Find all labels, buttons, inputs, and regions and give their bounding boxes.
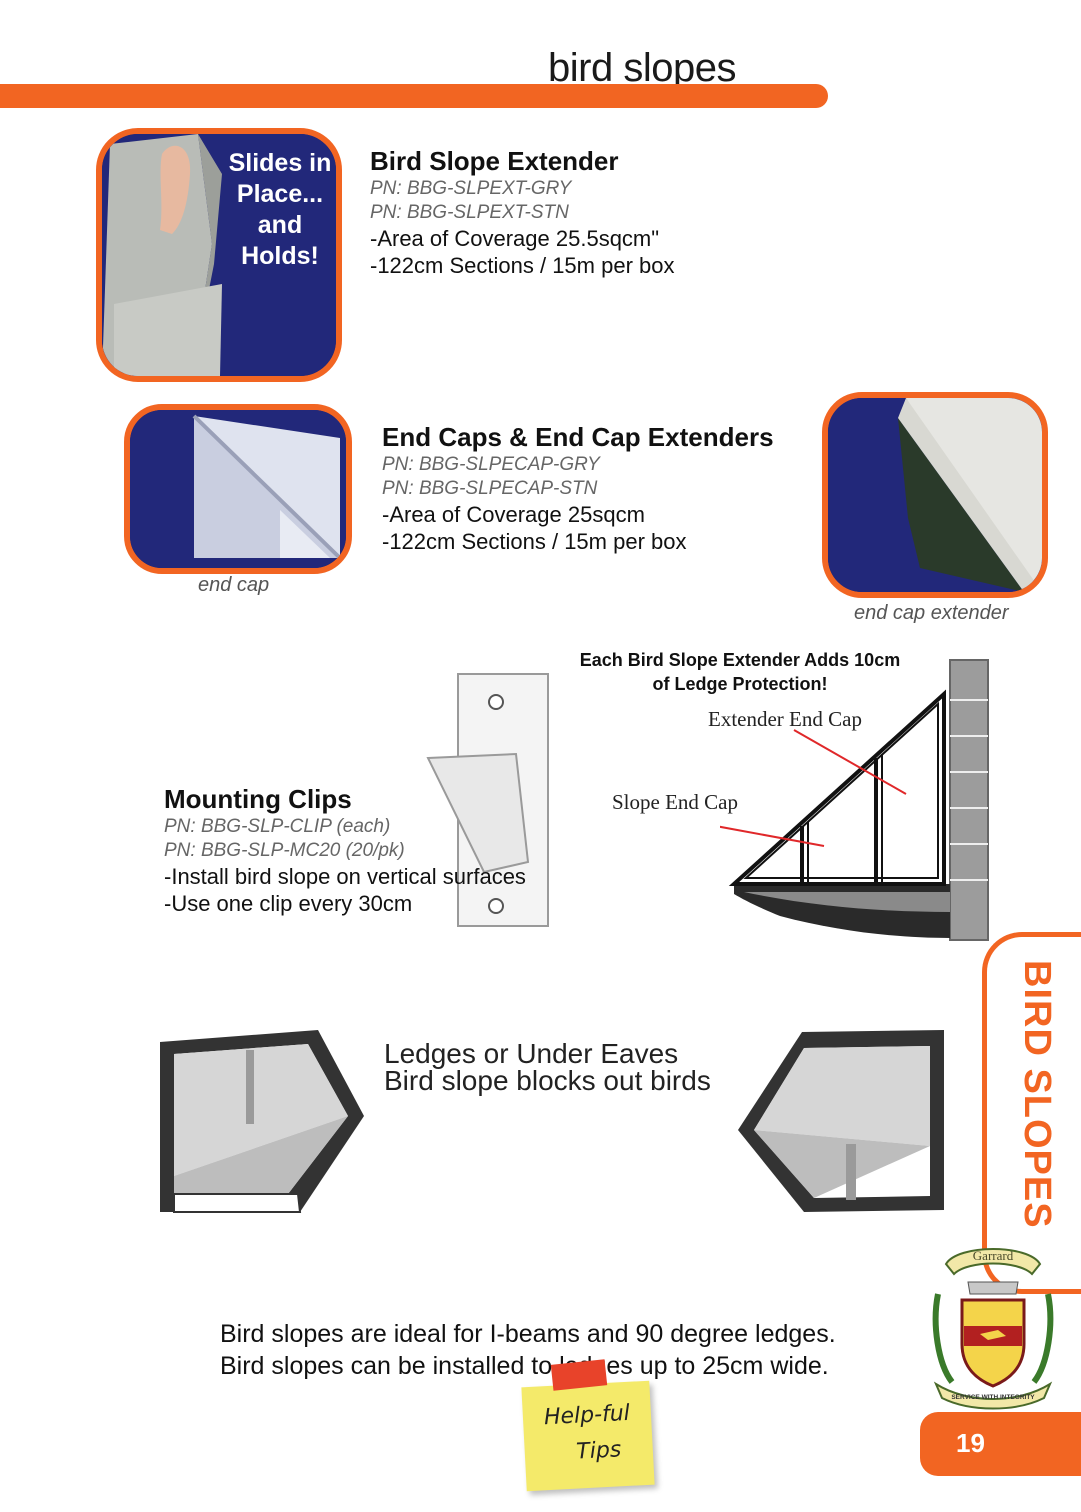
end-cap-photo: [124, 404, 352, 574]
bird-slope-extender-photo: Slides in Place... and Holds!: [96, 128, 342, 382]
end-cap-extender-photo: [822, 392, 1048, 598]
product-mounting-clips: Mounting Clips PN: BBG-SLP-CLIP (each) P…: [164, 784, 584, 917]
part-number: PN: BBG-SLPECAP-STN: [382, 478, 598, 499]
diagram-heading-line: Each Bird Slope Extender Adds 10cm: [579, 650, 901, 670]
spec-line: -Install bird slope on vertical surfaces: [164, 864, 526, 889]
note-line: Tips: [575, 1437, 622, 1465]
ledge-diagram: [720, 659, 989, 941]
ledge-left-illustration: [160, 1030, 364, 1213]
spec-line: -Area of Coverage 25.5sqcm": [370, 226, 660, 251]
logo-bottom-text: SERVICE WITH INTEGRITY: [951, 1394, 1035, 1401]
diagram-heading-line: of Ledge Protection!: [652, 674, 828, 694]
mounting-clip-illustration: [426, 673, 549, 927]
product-title: Bird Slope Extender: [370, 146, 619, 176]
end-cap-illustration: [130, 410, 346, 568]
ledges-text: Ledges or Under Eaves Bird slope blocks …: [384, 1038, 711, 1096]
photo-caption-line: Slides in: [228, 149, 332, 177]
logo-top-text: Garrard: [973, 1248, 1014, 1263]
spec-line: -Use one clip every 30cm: [164, 891, 413, 916]
side-tab: [982, 932, 1081, 1294]
tip-line: Bird slopes are ideal for I-beams and 90…: [220, 1320, 836, 1348]
end-cap-extender-caption: end cap extender: [854, 602, 1009, 624]
product-title: End Caps & End Cap Extenders: [382, 422, 774, 452]
product-title: Mounting Clips: [164, 784, 352, 814]
helpful-tips-note: Help-ful Tips: [521, 1380, 655, 1492]
side-tab-label: BIRD SLOPES: [1016, 960, 1058, 1229]
part-number: PN: BBG-SLPEXT-STN: [370, 202, 569, 223]
spec-line: -122cm Sections / 15m per box: [382, 529, 687, 554]
page-number: 19: [920, 1412, 1081, 1476]
ledges-line: Ledges or Under Eaves: [384, 1038, 679, 1069]
part-number: PN: BBG-SLP-MC20 (20/pk): [164, 840, 405, 861]
product-bird-slope-extender: Bird Slope Extender PN: BBG-SLPEXT-GRY P…: [370, 146, 810, 279]
product-end-caps: End Caps & End Cap Extenders PN: BBG-SLP…: [382, 422, 822, 555]
extender-end-cap-label: Extender End Cap: [708, 707, 862, 731]
spec-line: -Area of Coverage 25sqcm: [382, 502, 645, 527]
part-number: PN: BBG-SLPEXT-GRY: [370, 178, 572, 199]
end-cap-caption: end cap: [198, 574, 270, 596]
tip-line: Bird slopes can be installed to ledges u…: [220, 1352, 829, 1380]
diagram-heading: Each Bird Slope Extender Adds 10cm of Le…: [550, 648, 930, 696]
ledges-line: Bird slope blocks out birds: [384, 1065, 711, 1096]
part-number: PN: BBG-SLPECAP-GRY: [382, 454, 600, 475]
slope-panel-illustration: [102, 134, 336, 376]
part-number: PN: BBG-SLP-CLIP (each): [164, 816, 391, 837]
photo-caption-line: Holds!: [241, 242, 319, 270]
header-bar: [0, 84, 828, 108]
company-crest-logo: Garrard SERVICE WITH INTEGRITY: [932, 1248, 1054, 1410]
slope-end-cap-label: Slope End Cap: [612, 790, 738, 814]
end-cap-extender-illustration: [828, 398, 1042, 592]
spec-line: -122cm Sections / 15m per box: [370, 253, 675, 278]
ledge-right-illustration: [738, 1030, 944, 1212]
tips-text: Bird slopes are ideal for I-beams and 90…: [220, 1318, 836, 1382]
page-title: bird slopes: [548, 46, 736, 90]
photo-caption-line: Place...: [236, 180, 324, 208]
photo-caption-line: and: [257, 211, 303, 239]
